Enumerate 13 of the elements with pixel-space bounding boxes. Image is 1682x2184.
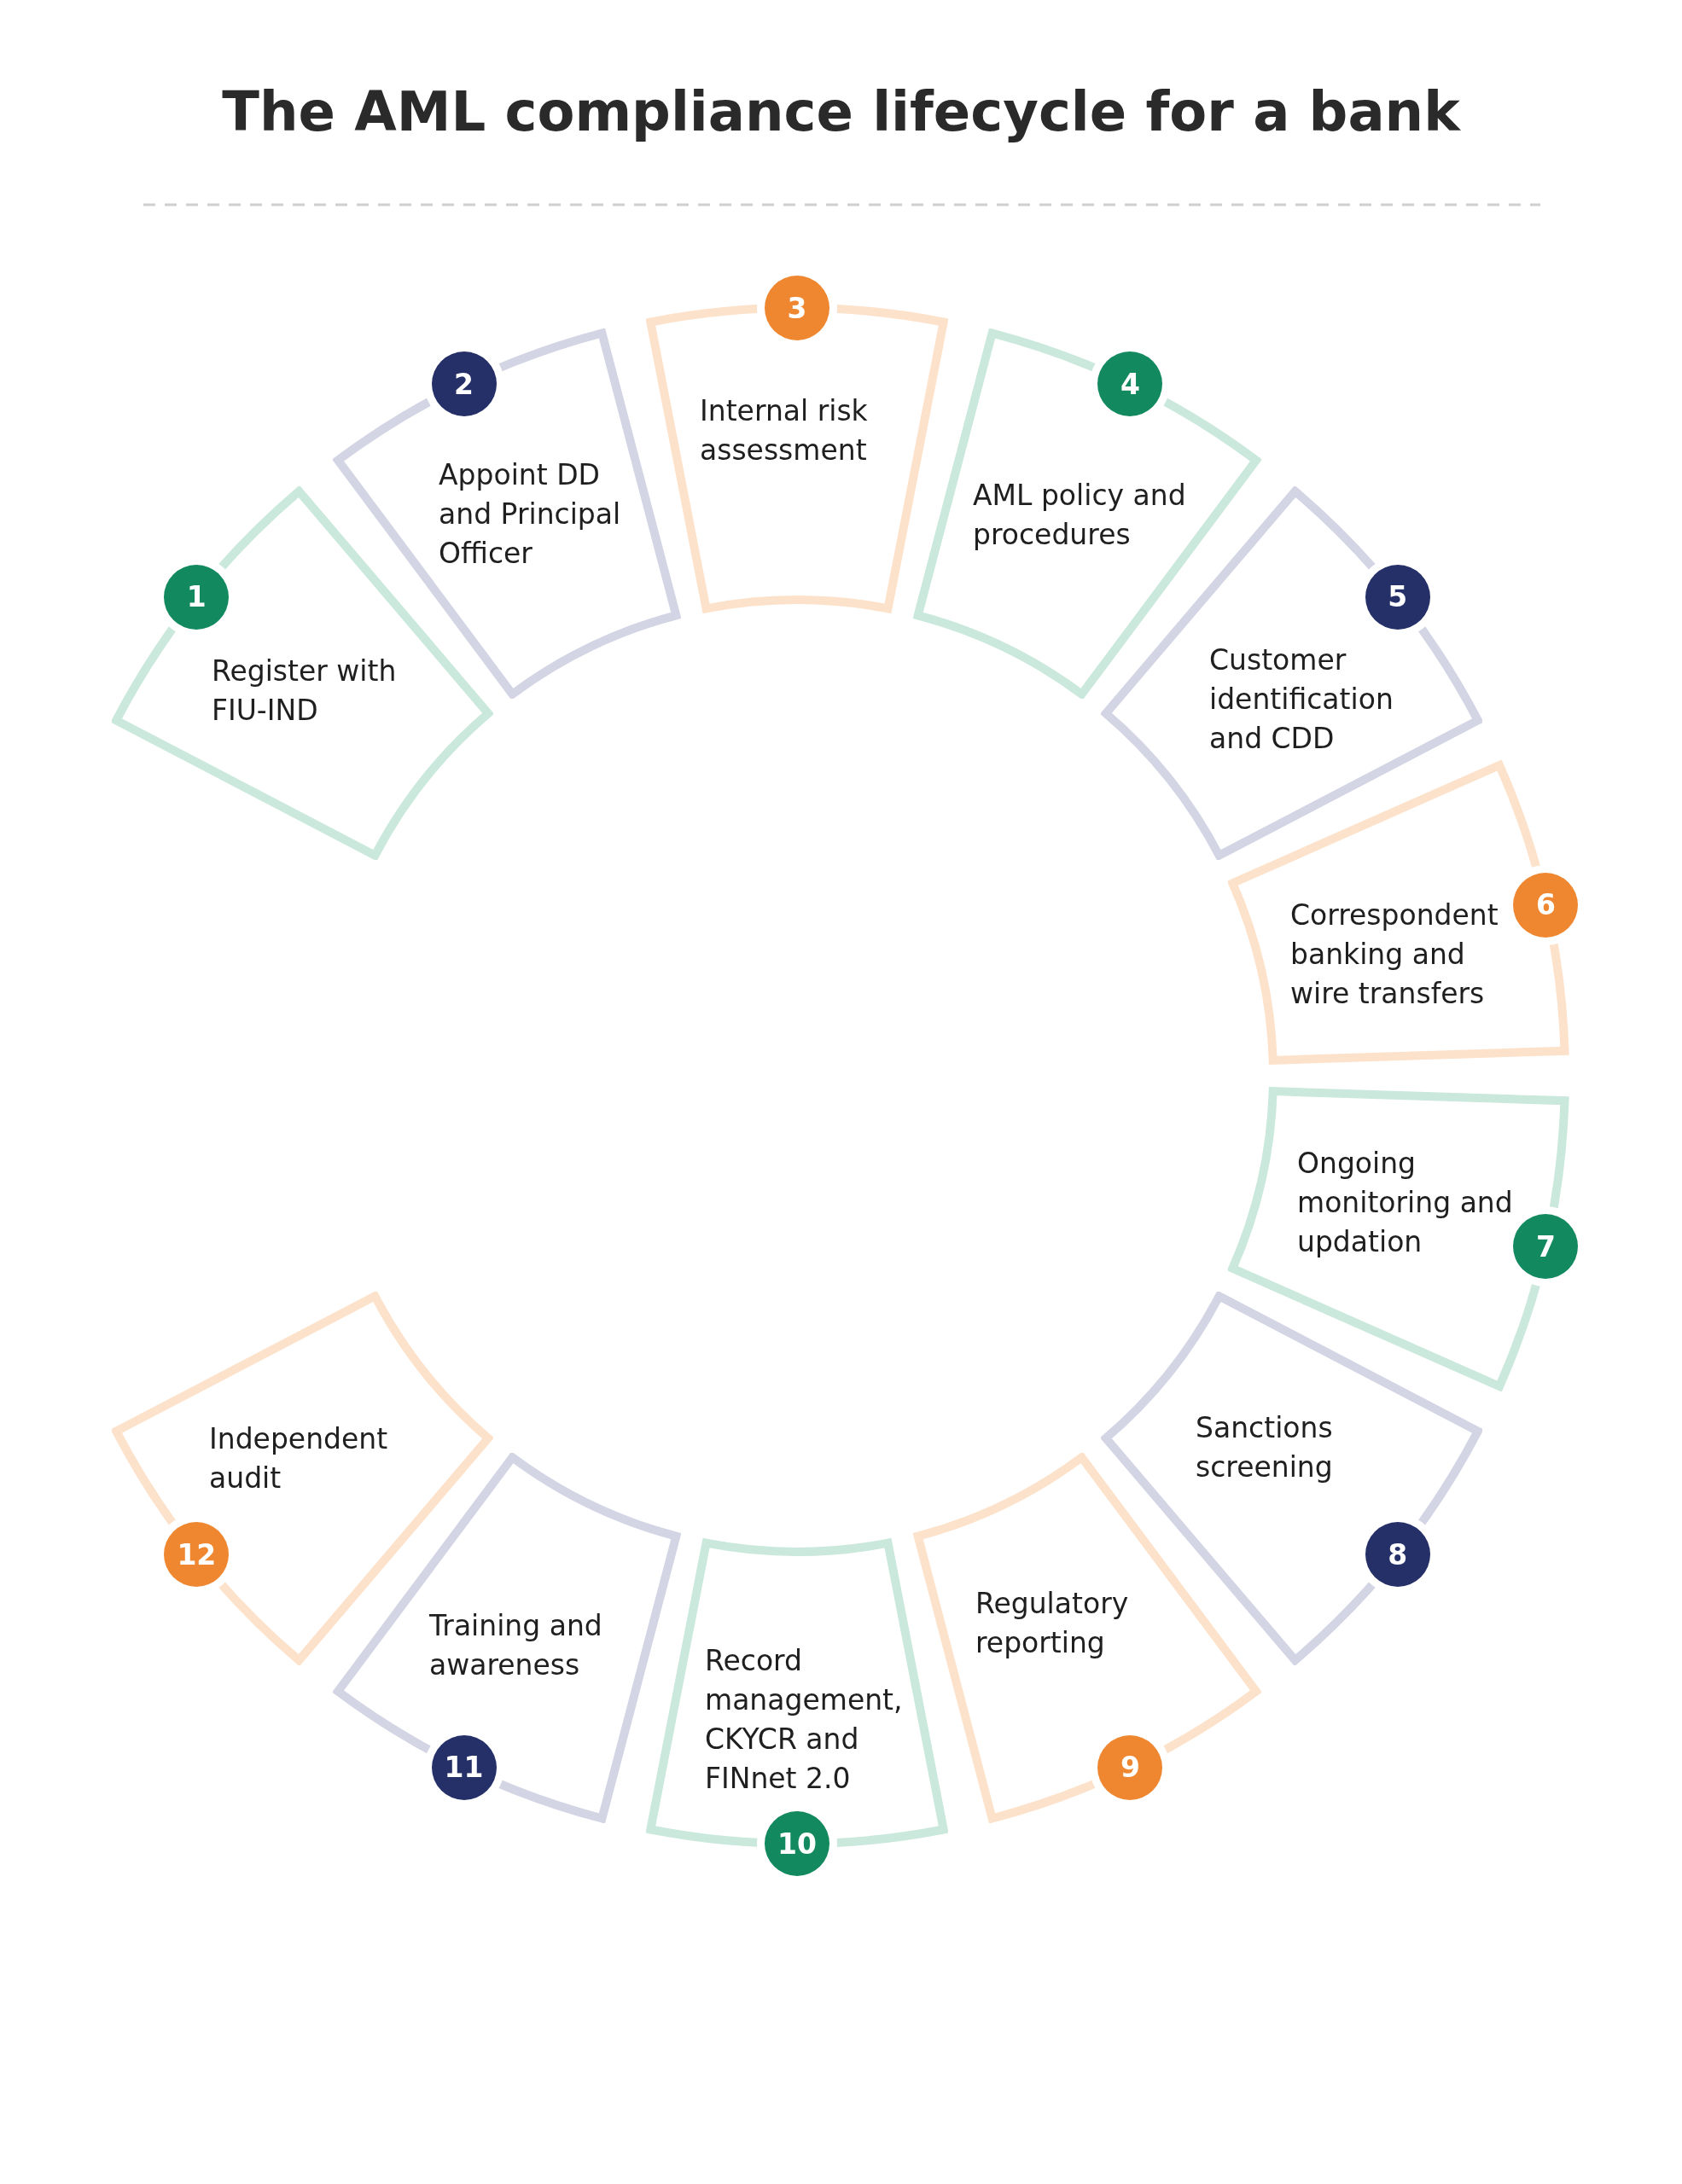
step-label: Correspondent banking and wire transfers — [1290, 897, 1499, 1012]
step-label: Record management, CKYCR and FINnet 2.0 — [705, 1643, 904, 1797]
diagram-title: The AML compliance lifecycle for a bank — [222, 79, 1460, 145]
step-label: Regulatory reporting — [975, 1586, 1130, 1661]
step-label: Sanctions screening — [1196, 1410, 1334, 1485]
step-label: Independent audit — [209, 1421, 389, 1496]
step-label: Ongoing monitoring and updation — [1297, 1146, 1514, 1260]
step-label: AML policy and procedures — [973, 478, 1187, 553]
step-label: Appoint DD and Principal Officer — [439, 457, 622, 572]
step-label: Internal risk assessment — [700, 393, 869, 468]
step-label: Customer identification and CDD — [1209, 642, 1394, 757]
step-label: Training and awareness — [429, 1608, 603, 1683]
step-label: Register with FIU-IND — [212, 653, 398, 729]
